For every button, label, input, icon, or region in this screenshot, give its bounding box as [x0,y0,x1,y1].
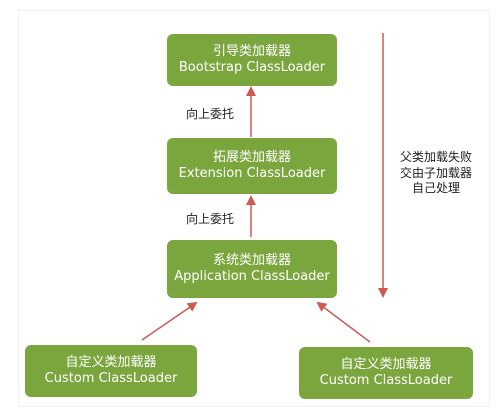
node-extension-en: Extension ClassLoader [178,166,326,181]
node-custom-left-en: Custom ClassLoader [44,371,178,386]
node-application-classloader: 系统类加载器 Application ClassLoader [167,240,337,298]
node-custom-classloader-left: 自定义类加载器 Custom ClassLoader [25,345,197,397]
node-custom-right-en: Custom ClassLoader [319,373,453,388]
node-custom-left-cn: 自定义类加载器 [65,354,157,370]
node-application-cn: 系统类加载器 [212,252,291,268]
node-application-en: Application ClassLoader [174,269,330,284]
node-custom-right-cn: 自定义类加载器 [340,356,432,372]
fallback-note-line1: 父类加载失败 [399,150,472,164]
node-bootstrap-cn: 引导类加载器 [212,43,291,59]
node-custom-classloader-right: 自定义类加载器 Custom ClassLoader [299,347,473,399]
edge-label-app-to-ext: 向上委托 [186,212,235,226]
node-bootstrap-en: Bootstrap ClassLoader [178,60,326,75]
fallback-note-line3: 自己处理 [411,181,460,196]
fallback-note: 父类加载失败 交由子加载器 自己处理 [392,150,480,197]
node-bootstrap-classloader: 引导类加载器 Bootstrap ClassLoader [167,34,337,86]
fallback-note-line2: 交由子加载器 [399,165,472,180]
arrow-custom-left-to-app [141,301,198,341]
arrow-custom-right-to-app [316,301,371,343]
node-extension-cn: 拓展类加载器 [212,149,291,165]
edge-label-ext-to-boot: 向上委托 [186,107,235,121]
node-extension-classloader: 拓展类加载器 Extension ClassLoader [167,138,337,194]
